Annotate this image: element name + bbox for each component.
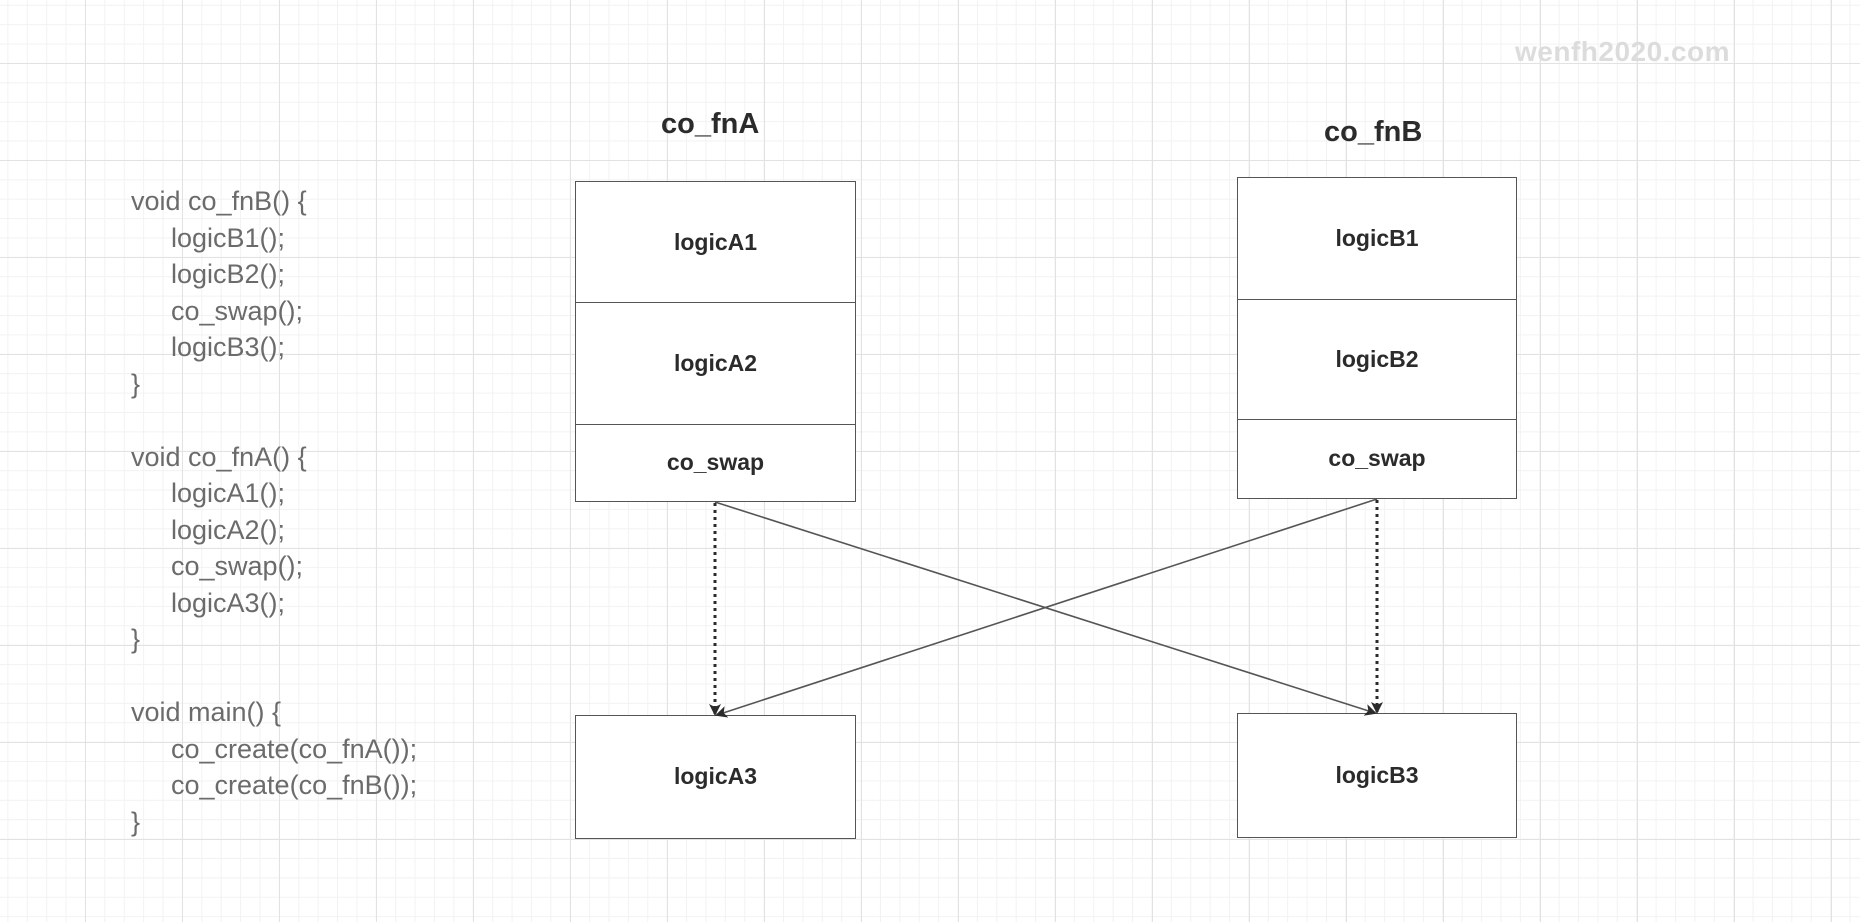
co-fnb-block-logicb2: logicB2 (1238, 300, 1516, 420)
code-line: void co_fnA() { (131, 441, 307, 472)
co-fna-tail-box: logicA3 (575, 715, 856, 839)
watermark: wenfh2020.com (1515, 36, 1731, 67)
arrow-a-swap-to-b3 (714, 501, 1377, 716)
code-line: logicA2(); (171, 514, 286, 545)
code-blank-line (131, 402, 417, 439)
co-fna-title: co_fnA (661, 108, 760, 140)
co-fnb-title: co_fnB (1324, 116, 1423, 148)
co-fnb-tail-box: logicB3 (1237, 713, 1517, 838)
code-line: void main() { (131, 697, 282, 727)
code-line: co_swap(); (171, 295, 304, 326)
co-fnb-stack: logicB1 logicB2 co_swap (1237, 177, 1517, 499)
code-listing: void co_fnB() { logicB1(); logicB2(); co_sw… (131, 183, 417, 840)
code-line: } (131, 624, 141, 654)
co-fnb-block-logicb3: logicB3 (1335, 761, 1419, 788)
code-line: logicA3(); (171, 587, 286, 618)
co-fnb-block-logicb1: logicB1 (1238, 178, 1516, 300)
arrow-b-swap-to-a3 (715, 498, 1378, 718)
code-line: co_create(co_fnB()); (171, 770, 418, 800)
co-fna-block-logica1: logicA1 (576, 182, 855, 303)
co-fna-stack: logicA1 logicA2 co_swap (575, 181, 856, 502)
code-blank-line (131, 658, 417, 695)
code-line: } (131, 806, 141, 837)
code-line: logicB2(); (171, 259, 286, 289)
co-fna-block-logica2: logicA2 (576, 303, 855, 425)
co-fna-block-logica3: logicA3 (673, 763, 758, 789)
co-fna-block-co-swap: co_swap (666, 449, 765, 475)
code-line: } (131, 368, 141, 399)
code-line: logicA1(); (171, 478, 286, 508)
code-line: co_swap(); (171, 551, 304, 581)
co-fnb-block-co-swap: co_swap (1328, 445, 1426, 471)
code-line: logicB3(); (171, 332, 286, 362)
code-line: void co_fnB() { (131, 186, 307, 216)
code-line: logicB1(); (171, 222, 286, 253)
code-line: co_create(co_fnA()); (171, 733, 418, 764)
